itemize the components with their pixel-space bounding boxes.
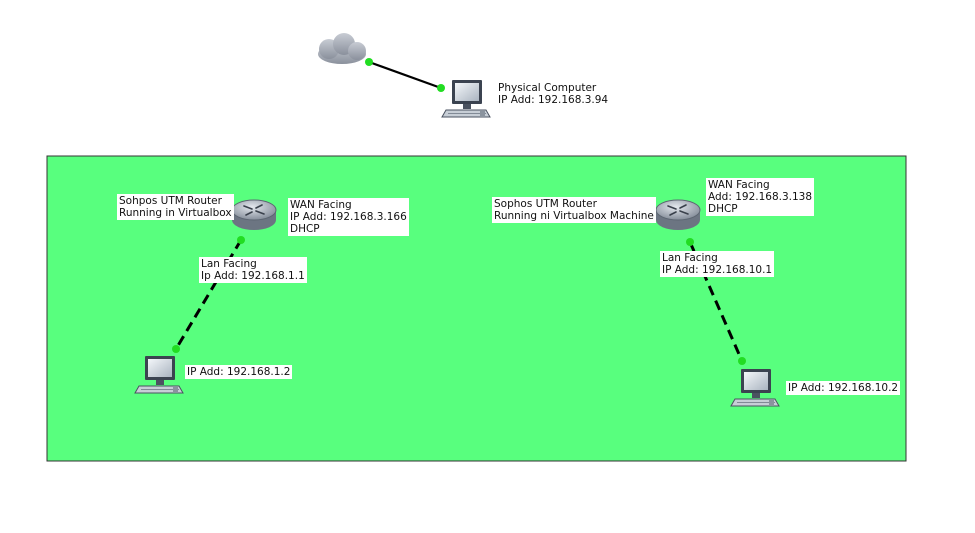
port-dot	[365, 58, 373, 66]
router-left-lan-label: Lan Facing Ip Add: 192.168.1.1	[199, 257, 307, 283]
router-right-lan-label: Lan Facing IP Add: 192.168.10.1	[660, 251, 775, 277]
router-icon[interactable]	[655, 199, 701, 231]
router-left-name-label: Sohpos UTM Router Running in Virtualbox	[117, 194, 234, 220]
port-dot	[686, 238, 694, 246]
port-dot	[738, 357, 746, 365]
router-icon[interactable]	[231, 199, 277, 231]
cloud-to-pc-link	[368, 60, 442, 90]
pc-right-label: IP Add: 192.168.10.2	[786, 381, 901, 395]
router-left-wan-label: WAN Facing IP Add: 192.168.3.166 DHCP	[288, 198, 409, 236]
port-dot	[437, 84, 445, 92]
port-dot	[237, 236, 245, 244]
physical-pc-label: Physical Computer IP Add: 192.168.3.94	[496, 81, 611, 107]
port-dot	[172, 345, 180, 353]
router-right-wan-label: WAN Facing Add: 192.168.3.138 DHCP	[706, 178, 815, 216]
pc-left-label: IP Add: 192.168.1.2	[185, 365, 293, 379]
router-right-name-label: Sophos UTM Router Running ni Virtualbox …	[492, 197, 656, 223]
desktop-pc-icon[interactable]	[441, 79, 491, 118]
cloud-icon[interactable]	[318, 33, 366, 64]
